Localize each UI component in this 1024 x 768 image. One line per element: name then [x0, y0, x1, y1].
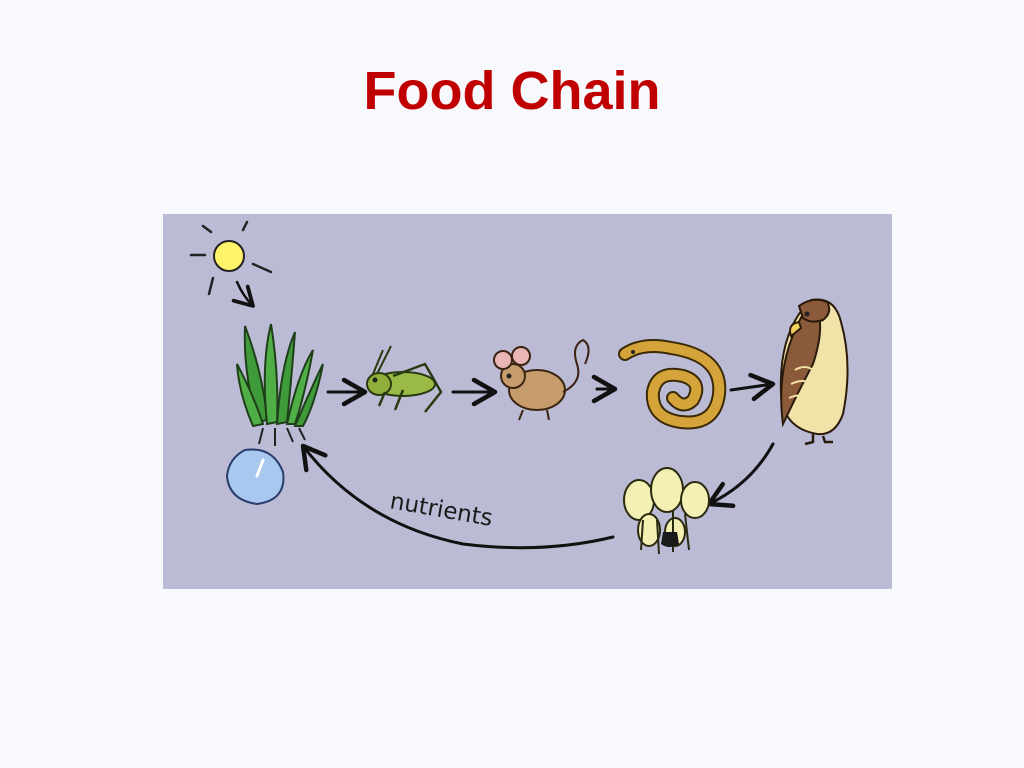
slide-title: Food Chain [363, 61, 661, 121]
food-chain-illustration: nutrients [189, 220, 849, 555]
grass-icon [236, 323, 324, 446]
grasshopper-icon [366, 345, 443, 413]
nutrients-return-arrow [300, 443, 615, 550]
mouse-icon [493, 338, 590, 421]
hawk-icon [779, 298, 849, 446]
mushrooms-icon [623, 467, 710, 555]
snake-to-hawk-arrow [729, 372, 776, 402]
water-drop-icon [225, 448, 285, 506]
sun-icon [189, 220, 273, 296]
food-chain-diagram: nutrients [163, 214, 892, 589]
hawk-to-decomposers-arrow [706, 442, 775, 509]
sun-to-grass-arrow [231, 280, 255, 308]
snake-icon [618, 339, 727, 430]
